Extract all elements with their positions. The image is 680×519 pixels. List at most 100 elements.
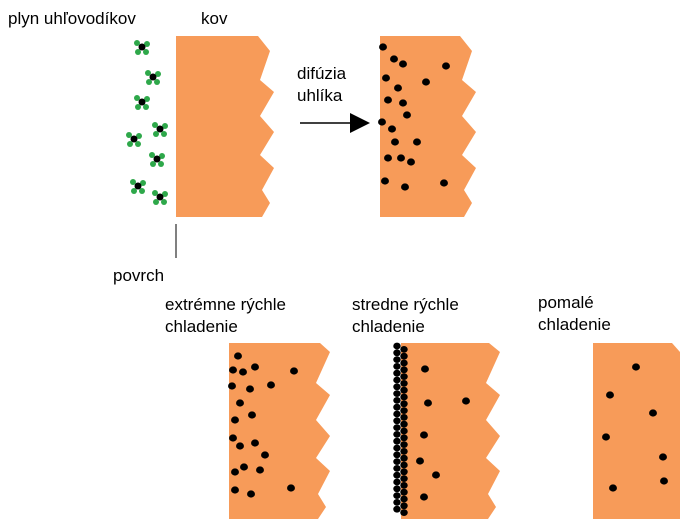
carbon-atom — [401, 183, 409, 191]
carbon-atom — [388, 125, 396, 133]
cooling-slow-label-line1: pomalé — [538, 293, 594, 312]
carbon-atom — [413, 138, 421, 146]
carbon-atom — [391, 138, 399, 146]
carbon-atom — [393, 492, 401, 499]
carbon-atoms-fast-cooling — [228, 352, 298, 498]
carbon-atom — [261, 451, 269, 459]
carbon-atom — [393, 478, 401, 486]
carbon-atom — [606, 391, 614, 399]
carbon-atom — [420, 431, 428, 439]
cooling-slow-label-line2: chladenie — [538, 315, 611, 334]
carbon-atom — [462, 397, 470, 405]
carbon-atom — [400, 509, 408, 516]
carbon-atom — [384, 96, 392, 104]
carbon-atom — [400, 420, 408, 428]
carbon-atom — [407, 158, 415, 166]
carbon-atom — [248, 411, 256, 419]
carbon-atom — [393, 403, 401, 411]
metal-block-fast-cooling — [229, 343, 330, 519]
carbon-atom — [649, 409, 657, 417]
carbon-atom — [400, 380, 408, 387]
carbon-atom — [393, 485, 401, 493]
hydrocarbon-molecule — [130, 179, 146, 194]
diffusion-arrow — [300, 113, 370, 133]
metal-block-initial — [176, 36, 274, 217]
carbon-atom — [290, 367, 298, 375]
carbon-atom — [400, 502, 408, 510]
carbon-atom — [267, 381, 275, 389]
carbon-atom — [384, 154, 392, 162]
carbon-atom — [609, 484, 617, 492]
carbon-atom — [393, 390, 401, 397]
carbon-atom — [378, 118, 386, 126]
carbon-atom — [256, 466, 264, 474]
carbon-atom — [251, 363, 259, 371]
carbon-atom — [393, 397, 401, 404]
hydrocarbon-molecule — [126, 132, 142, 147]
carbon-atom — [393, 376, 401, 384]
carbon-atom — [393, 451, 401, 459]
hydrocarbon-molecule — [134, 95, 150, 110]
hydrocarbon-molecule — [145, 70, 161, 85]
carbon-atom — [236, 442, 244, 450]
surface-label: povrch — [113, 266, 165, 285]
carbon-atom — [393, 356, 401, 363]
carbon-atom — [393, 499, 401, 506]
carbon-atom — [400, 475, 408, 482]
carbon-atoms-slow-cooling — [602, 363, 668, 492]
carbon-atom — [246, 385, 254, 393]
carbon-atom — [400, 482, 408, 489]
metal-block-slow-cooling — [593, 343, 680, 519]
carbon-atom — [229, 434, 237, 442]
carbon-atom — [393, 410, 401, 418]
carbon-atom — [287, 484, 295, 492]
carbon-atom — [422, 78, 430, 86]
carbon-atom — [659, 453, 667, 461]
metal-block-diffused — [380, 36, 476, 217]
carbon-atom — [399, 99, 407, 107]
carbon-atom — [400, 441, 408, 448]
carbon-atom — [400, 346, 408, 353]
carbon-atom — [440, 179, 448, 187]
carbon-atom — [400, 400, 408, 408]
carbon-atom — [393, 444, 401, 452]
carbon-atom — [393, 471, 401, 479]
carbon-atom — [602, 433, 610, 441]
carbon-atom — [400, 448, 408, 455]
hydrocarbon-molecule — [149, 152, 165, 167]
carbon-atom — [393, 424, 401, 431]
carbon-atom — [432, 471, 440, 479]
carbon-atom — [393, 342, 401, 350]
carbon-atom — [379, 43, 387, 51]
hydrocarbon-molecule — [152, 122, 168, 137]
carbon-atom — [393, 363, 401, 370]
carbon-atom — [400, 427, 408, 435]
metal-label: kov — [201, 9, 228, 28]
cooling-fast-label-line2: chladenie — [165, 317, 238, 336]
carbon-atom — [400, 488, 408, 496]
carbon-atom — [399, 60, 407, 68]
carbon-atom — [400, 373, 408, 380]
carbon-atom — [393, 458, 401, 465]
carbon-atom — [236, 399, 244, 407]
carbon-atom — [228, 382, 236, 390]
carbon-atom — [231, 416, 239, 424]
metal-block-medium-cooling — [401, 343, 500, 519]
carbon-atoms-diffused — [378, 43, 450, 191]
gas-label: plyn uhľovodíkov — [8, 9, 136, 28]
carbon-atom — [400, 495, 408, 503]
cooling-medium-label-line2: chladenie — [352, 317, 425, 336]
carbon-atom — [382, 74, 390, 82]
carbon-atom — [400, 359, 408, 367]
carbon-atom — [400, 414, 408, 421]
carbon-atom — [247, 490, 255, 498]
carbon-atom — [239, 368, 247, 376]
carbon-atom — [390, 55, 398, 63]
carbon-atom — [420, 493, 428, 501]
carbon-atom — [632, 363, 640, 371]
carbon-atom — [416, 457, 424, 465]
carbon-atom — [400, 352, 408, 360]
carbon-atom — [234, 352, 242, 360]
carbon-atom — [400, 407, 408, 414]
carbon-atom — [421, 365, 429, 373]
